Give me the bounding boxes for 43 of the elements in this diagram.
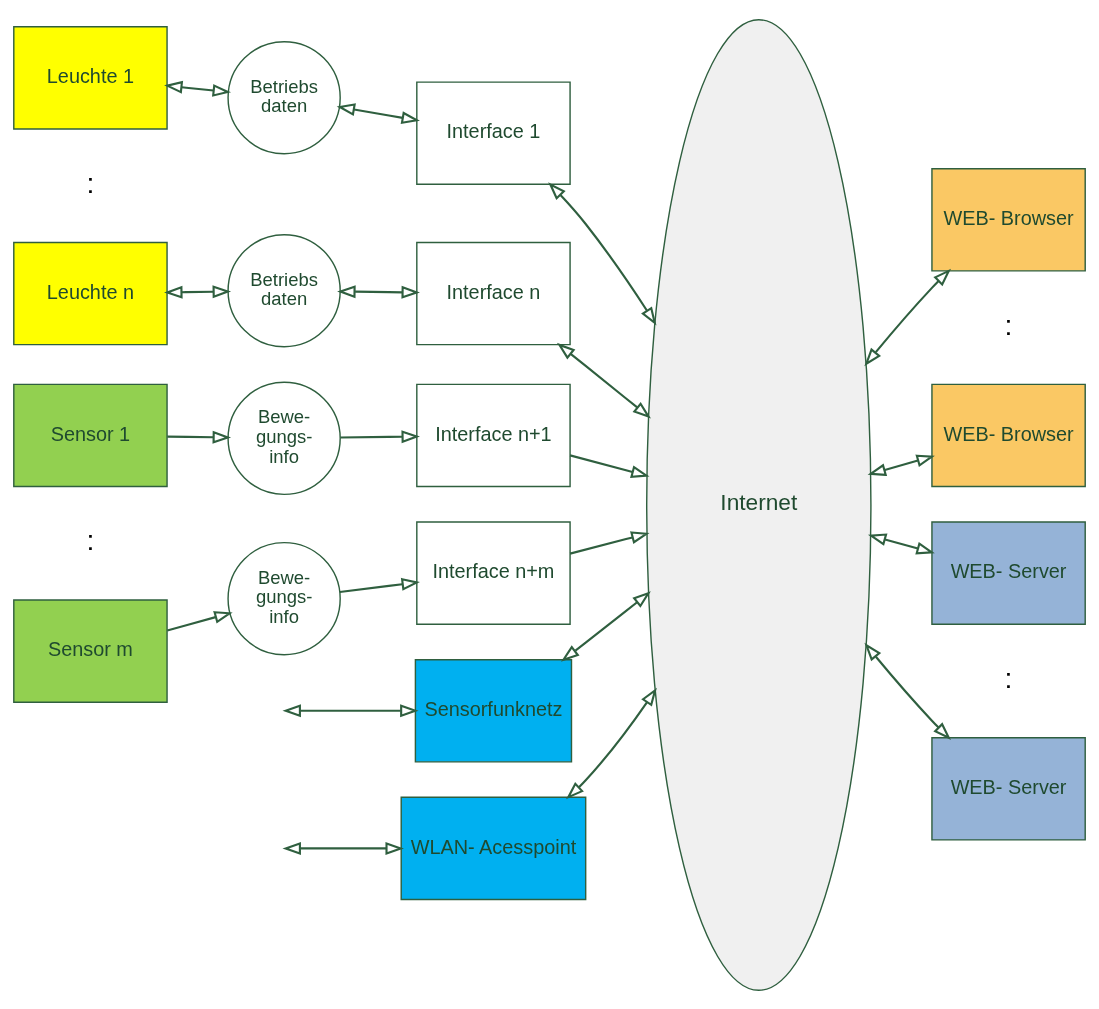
label: : <box>86 523 95 556</box>
node-box: Interface 1 <box>416 80 571 185</box>
arrow <box>282 841 404 855</box>
arrow <box>864 642 952 740</box>
arrow <box>569 530 650 555</box>
node-circle: Bewe- gungs- info <box>227 381 341 495</box>
arrow <box>864 268 952 366</box>
arrow <box>339 577 420 593</box>
node-box: WEB- Server <box>931 520 1086 625</box>
node-box: Interface n+1 <box>416 383 571 487</box>
node-box: WEB- Server <box>931 736 1086 841</box>
node-box: Sensorfunknetz <box>414 658 573 763</box>
node-box: Sensor m <box>13 598 168 703</box>
arrow <box>556 342 651 419</box>
arrow <box>569 453 650 478</box>
arrow <box>282 703 419 717</box>
arrow <box>167 430 232 444</box>
arrow <box>164 80 232 97</box>
label: : <box>1004 308 1013 341</box>
node-box: Interface n <box>416 241 571 345</box>
node-box: Sensor 1 <box>13 383 168 487</box>
arrow <box>337 284 420 299</box>
node-circle: Bewe- gungs- info <box>227 541 341 655</box>
node-circle: Betriebs daten <box>227 233 341 347</box>
arrow <box>566 687 657 799</box>
node-box: WLAN- Acesspoint <box>400 796 587 900</box>
arrow <box>867 532 935 554</box>
node-box: WEB- Browser <box>931 383 1086 487</box>
node-box: WEB- Browser <box>931 167 1086 272</box>
arrow <box>164 284 232 299</box>
arrow <box>336 102 420 124</box>
label: : <box>1004 661 1013 694</box>
label: : <box>86 166 95 199</box>
arrow <box>548 181 657 325</box>
arrow <box>167 610 233 631</box>
node-box: Interface n+m <box>416 520 571 625</box>
node-ellipse: Internet <box>646 18 872 991</box>
arrow <box>867 454 935 476</box>
node-circle: Betriebs daten <box>227 40 341 154</box>
arrow <box>560 590 651 662</box>
node-box: Leuchte n <box>13 241 168 345</box>
node-box: Leuchte 1 <box>13 25 168 130</box>
arrow <box>340 429 420 443</box>
